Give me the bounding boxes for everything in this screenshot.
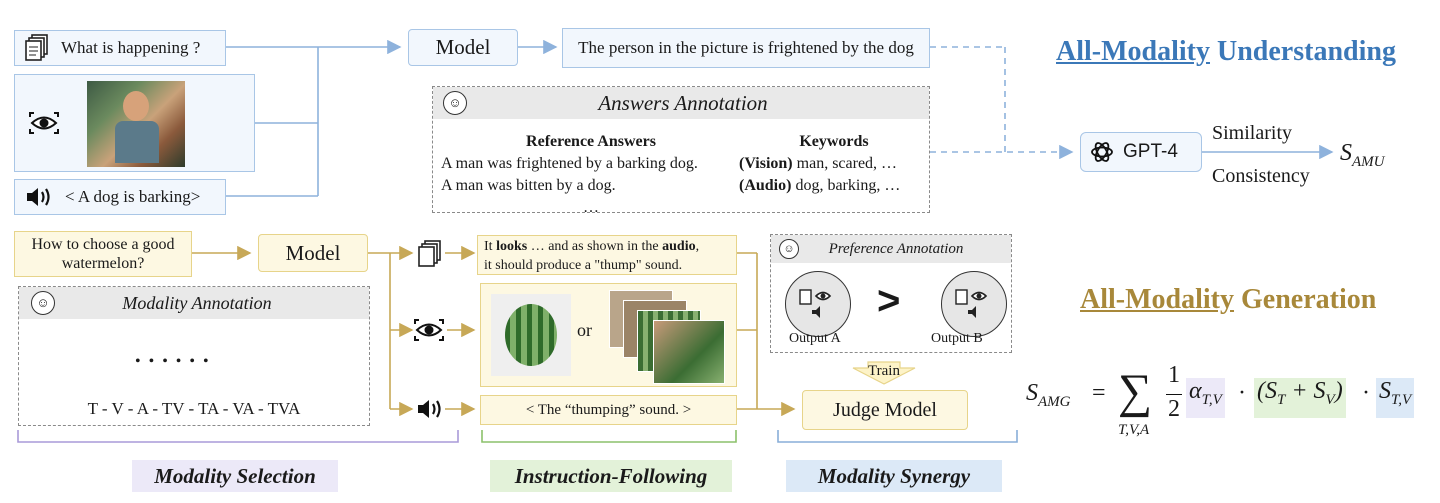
generation-question-box: How to choose a good watermelon? bbox=[14, 231, 192, 277]
consistency-label: Consistency bbox=[1212, 165, 1310, 187]
annotator-icon: ☺ bbox=[443, 91, 467, 115]
model-label: Model bbox=[435, 35, 491, 59]
modality-annotation-title: Modality Annotation bbox=[122, 292, 272, 313]
stage-instruction-following: Instruction-Following bbox=[490, 460, 732, 492]
keyword-row: (Vision) man, scared, … bbox=[739, 155, 898, 172]
audio-output-box: < The “thumping” sound. > bbox=[480, 395, 737, 425]
gpt4-label: GPT-4 bbox=[1123, 141, 1178, 162]
image-input-box bbox=[14, 74, 255, 172]
stage-modality-synergy: Modality Synergy bbox=[786, 460, 1002, 492]
reference-answer: A man was frightened by a barking dog. bbox=[441, 155, 698, 172]
modality-annotation-box: ☺ Modality Annotation • • • • • • T - V … bbox=[18, 286, 370, 426]
formula-lhs: SAMG bbox=[1026, 380, 1071, 410]
frightened-man-photo bbox=[87, 81, 185, 167]
output-b-icon bbox=[941, 271, 1007, 337]
speaker-icon bbox=[416, 398, 444, 420]
generation-title: All-Modality Generation bbox=[1080, 284, 1377, 315]
formula-frac-den: 2 bbox=[1168, 396, 1180, 422]
answers-annotation-box: ☺ Answers Annotation Reference Answers A… bbox=[432, 86, 930, 216]
annotator-icon: ☺ bbox=[779, 239, 799, 259]
preference-annotation-header: ☺ Preference Annotation bbox=[771, 235, 1011, 263]
formula-dot: · bbox=[1362, 380, 1370, 406]
formula-frac-num: 1 bbox=[1168, 362, 1180, 388]
speaker-icon bbox=[25, 186, 53, 208]
output-b-label: Output B bbox=[931, 331, 983, 346]
eye-icon bbox=[27, 110, 61, 136]
text-output-line2: it should produce a "thump" sound. bbox=[484, 258, 683, 273]
image-output-box: or bbox=[480, 283, 737, 387]
judge-model-label: Judge Model bbox=[833, 398, 937, 421]
or-label: or bbox=[577, 320, 592, 340]
audio-output-text: < The “thumping” sound. > bbox=[525, 401, 692, 418]
bar-dots: • • • • • • bbox=[135, 353, 211, 370]
modality-axis-labels: T - V - A - TV - TA - VA - TVA bbox=[87, 399, 301, 418]
similarity-label: Similarity bbox=[1212, 122, 1292, 144]
openai-logo-icon bbox=[1089, 139, 1115, 165]
formula-equals: = bbox=[1092, 380, 1106, 406]
question-text: What is happening ? bbox=[61, 38, 201, 57]
watermelon-video-frames bbox=[609, 290, 729, 384]
output-a-icon bbox=[785, 271, 851, 337]
formula-sum-sub: T,V,A bbox=[1118, 422, 1150, 438]
formula-dot: · bbox=[1238, 380, 1246, 406]
answers-annotation-header: ☺ Answers Annotation bbox=[433, 87, 929, 119]
formula-alpha-term: αT,V bbox=[1186, 378, 1225, 418]
keywords-header: Keywords bbox=[799, 133, 869, 150]
keyword-row: (Audio) dog, barking, … bbox=[739, 177, 901, 194]
understanding-title: All-Modality Understanding bbox=[1056, 36, 1396, 67]
annotator-icon: ☺ bbox=[31, 291, 55, 315]
modality-annotation-header: ☺ Modality Annotation bbox=[19, 287, 369, 319]
reference-answer: A man was bitten by a dog. bbox=[441, 177, 616, 194]
reference-answer-ellipsis: … bbox=[583, 199, 599, 216]
watermelon-image bbox=[491, 294, 571, 376]
generation-model-label: Model bbox=[285, 240, 341, 265]
output-a-label: Output A bbox=[789, 331, 841, 346]
formula-synergy-term: ST,V bbox=[1376, 378, 1415, 418]
model-response-box: The person in the picture is frightened … bbox=[562, 28, 930, 68]
text-output-box: It looks … and as shown in the audio, it… bbox=[477, 235, 737, 275]
audio-input-box: < A dog is barking> bbox=[14, 179, 226, 215]
text-output-line1: It looks … and as shown in the audio, bbox=[484, 239, 700, 254]
understanding-model-box: Model bbox=[408, 29, 518, 66]
judge-model-box: Judge Model bbox=[802, 390, 968, 430]
generation-question: How to choose a good watermelon? bbox=[31, 236, 175, 272]
stage-modality-selection: Modality Selection bbox=[132, 460, 338, 492]
formula-sum: ∑ bbox=[1118, 365, 1153, 418]
generation-model-box: Model bbox=[258, 234, 368, 272]
train-label: Train bbox=[868, 363, 900, 379]
amu-score: SAMU bbox=[1340, 140, 1385, 170]
preference-greater-sign: > bbox=[877, 279, 901, 323]
question-box: What is happening ? bbox=[14, 30, 226, 66]
document-icon bbox=[418, 240, 442, 268]
preference-annotation-title: Preference Annotation bbox=[828, 240, 964, 257]
eye-icon bbox=[412, 317, 446, 343]
answers-annotation-title: Answers Annotation bbox=[598, 90, 768, 115]
preference-annotation-box: ☺ Preference Annotation > Output A Outpu… bbox=[770, 234, 1012, 353]
document-icon bbox=[25, 34, 49, 62]
gpt4-box: GPT-4 bbox=[1080, 132, 1202, 172]
formula-sum-term: (ST + SV) bbox=[1254, 378, 1346, 418]
model-response: The person in the picture is frightened … bbox=[578, 38, 914, 57]
audio-text: < A dog is barking> bbox=[65, 187, 201, 206]
reference-answers-header: Reference Answers bbox=[526, 133, 656, 150]
